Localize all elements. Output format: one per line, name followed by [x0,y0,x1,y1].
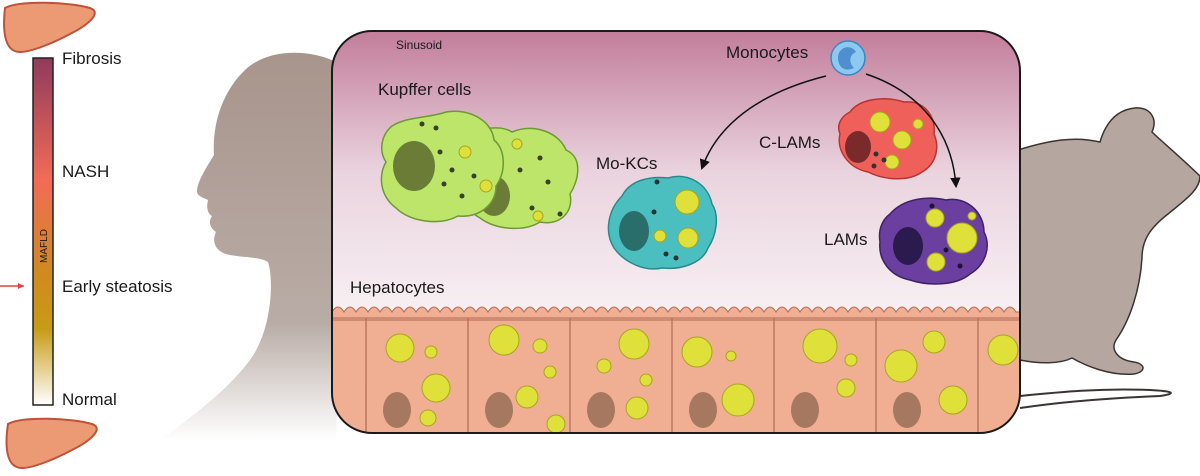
sinusoid-label: Sinusoid [396,38,442,52]
mouse-silhouette [1017,107,1200,375]
mokc-cell [607,175,718,270]
hepatocyte-nuclei [383,392,921,428]
lam-cell [878,197,988,285]
monocytes-label: Monocytes [726,43,808,62]
liver-bottom-icon [5,417,98,470]
arrow-monocyte-to-mokc [699,75,827,170]
mokcs-label: Mo-KCs [596,154,657,173]
liver-top-icon [3,1,96,54]
clam-cell [838,98,938,180]
arrow-monocyte-to-lam [865,73,961,189]
hepatocyte-borders [365,318,979,433]
hepatocyte-layer [332,306,1020,433]
scale-stage-fibrosis: Fibrosis [62,49,122,68]
hepatocyte-nucleus [485,392,513,428]
scale-stage-normal: Normal [62,390,117,409]
clams-label: C-LAMs [759,133,820,152]
mouse-tail [1019,388,1172,409]
hepatocyte-nucleus [587,392,615,428]
scale-stage-nash: NASH [62,162,109,181]
monocyte-cell [830,40,866,76]
hepatocyte-lipid-droplets [385,324,1019,433]
hepatocyte-nucleus [893,392,921,428]
hepatocyte-nucleus [689,392,717,428]
human-silhouette [160,52,350,441]
hepatocyte-nucleus [383,392,411,428]
scale-axis-label: MAFLD [39,229,50,263]
hepatocyte-nucleus [791,392,819,428]
hepatocytes-label: Hepatocytes [350,278,445,297]
kupffer-cells-label: Kupffer cells [378,80,471,99]
sinusoid-box-border [331,30,1021,434]
scale-stage-early-steatosis: Early steatosis [62,277,173,296]
disease-scale-bar [32,57,54,406]
lams-label: LAMs [824,230,867,249]
kupffer-cell-front [380,110,504,223]
